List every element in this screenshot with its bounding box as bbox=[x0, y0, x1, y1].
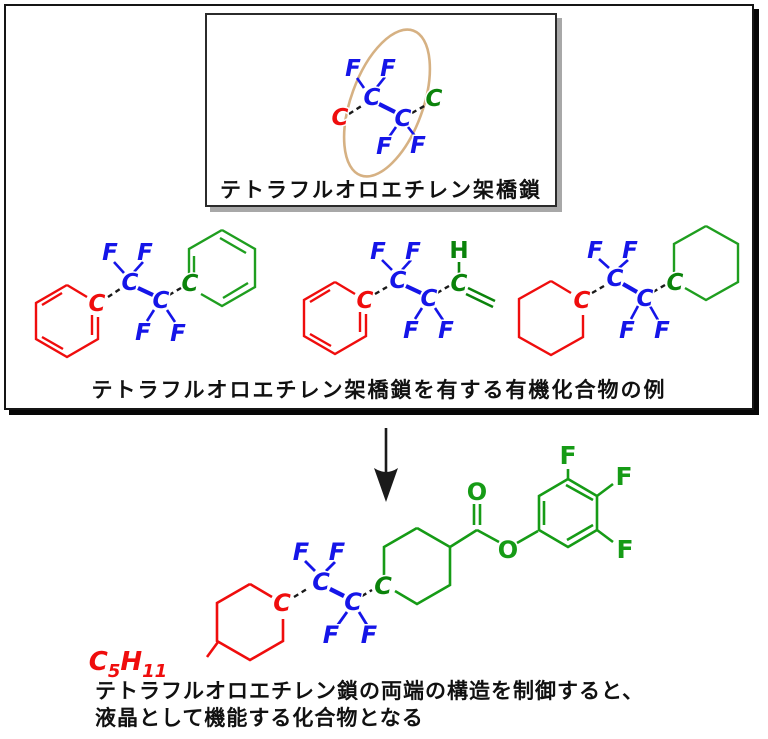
cyclohexane-ring-red bbox=[205, 582, 285, 662]
f-atom: F bbox=[619, 318, 635, 344]
f-atom: F bbox=[654, 318, 670, 344]
end-bonds bbox=[107, 286, 182, 298]
f-atom: F bbox=[329, 538, 346, 566]
benzene-ring-left bbox=[34, 283, 100, 359]
f-atom: F bbox=[137, 240, 153, 266]
f-atom: F bbox=[293, 538, 310, 566]
result-caption-line1: テトラフルオロエチレン鎖の両端の構造を制御すると、 bbox=[95, 679, 645, 703]
c-atom: C bbox=[395, 106, 412, 132]
f-atom: F bbox=[380, 56, 396, 82]
c-atom: C bbox=[607, 266, 624, 292]
examples-caption: テトラフルオロエチレン架橋鎖を有する有機化合物の例 bbox=[91, 378, 667, 402]
c-atom-right: C bbox=[667, 270, 684, 296]
pentyl-c: C bbox=[89, 647, 108, 677]
cf-bonds bbox=[355, 76, 417, 138]
f-atom: F bbox=[616, 535, 633, 564]
result-caption: テトラフルオロエチレン鎖の両端の構造を制御すると、 液晶として機能する化合物とな… bbox=[95, 678, 644, 732]
f-atom: F bbox=[438, 318, 454, 344]
cf-bonds bbox=[598, 258, 660, 321]
c-atom: C bbox=[122, 270, 139, 296]
highlight-ellipse bbox=[342, 28, 432, 178]
molecule-phenyl-vinyl: F F H C C C C F F bbox=[302, 237, 496, 356]
end-bonds bbox=[348, 103, 427, 116]
c-atom: C bbox=[637, 286, 654, 312]
c-atom-left: C bbox=[357, 288, 374, 314]
f-atom: F bbox=[102, 240, 118, 266]
result-caption-line2: 液晶として機能する化合物となる bbox=[95, 706, 424, 730]
f-atom: F bbox=[376, 134, 392, 160]
f-atom: F bbox=[622, 238, 638, 264]
trifluorophenyl-ring bbox=[537, 469, 614, 549]
f-atom: F bbox=[410, 133, 426, 159]
vinyl-group bbox=[457, 262, 496, 309]
cyclohexane-ring-left bbox=[517, 279, 585, 357]
cf-bonds bbox=[304, 560, 369, 627]
carbonyl-o-atom: O bbox=[467, 478, 487, 506]
c-atom-left: C bbox=[273, 589, 291, 617]
f-atom: F bbox=[323, 621, 340, 649]
cyclohexane-ring-green bbox=[382, 526, 478, 606]
f-atom: F bbox=[170, 321, 186, 347]
f-atom: F bbox=[587, 238, 603, 264]
f-atom: F bbox=[345, 56, 361, 82]
molecule-diphenyl: F F C C C C F F bbox=[34, 228, 257, 359]
c-atom: C bbox=[390, 268, 407, 294]
c-atom-left: C bbox=[332, 105, 349, 131]
pentyl-sub5: 5 bbox=[108, 661, 121, 682]
end-bonds bbox=[293, 587, 373, 599]
cf-bonds bbox=[381, 259, 445, 321]
c-atom: C bbox=[421, 286, 438, 312]
end-bonds bbox=[374, 284, 450, 296]
f-atom: F bbox=[370, 239, 386, 265]
c-atom: C bbox=[312, 568, 330, 596]
bridge-chain-label: テトラフルオロエチレン架橋鎖 bbox=[220, 178, 542, 202]
benzene-ring-left bbox=[302, 280, 368, 356]
c-atom: C bbox=[364, 85, 381, 111]
c-atom-left: C bbox=[89, 291, 106, 317]
end-bonds bbox=[591, 283, 666, 295]
f-atom: F bbox=[361, 621, 378, 649]
molecule-liquid-crystal: C5H11 C F bbox=[87, 440, 635, 684]
molecule-dicyclohexyl: F F C C C C F F bbox=[517, 224, 740, 357]
bridge-chain-box: F F C C C C F F テトラフルオロエチレン架橋鎖 bbox=[205, 13, 557, 207]
ester-group bbox=[472, 504, 539, 545]
pentyl-sub11: 11 bbox=[142, 661, 167, 682]
f-atom: F bbox=[135, 320, 151, 346]
c-atom: C bbox=[153, 288, 170, 314]
cyclohexane-ring-right bbox=[672, 224, 740, 302]
f-atom: F bbox=[403, 318, 419, 344]
cf-bonds bbox=[113, 261, 177, 323]
c-atom-left: C bbox=[574, 288, 591, 314]
c-atom-right: C bbox=[426, 86, 443, 112]
pentyl-h: H bbox=[120, 647, 142, 677]
c-atom: C bbox=[344, 588, 362, 616]
c-atom-right: C bbox=[451, 271, 468, 297]
ester-o-atom: O bbox=[498, 536, 518, 564]
c-atom-right: C bbox=[182, 271, 199, 297]
pentyl-group-label: C5H11 bbox=[89, 647, 167, 682]
benzene-ring-right bbox=[187, 228, 257, 308]
h-atom: H bbox=[449, 238, 468, 264]
f-atom: F bbox=[615, 462, 632, 491]
f-atom: F bbox=[559, 441, 576, 470]
f-atom: F bbox=[405, 239, 421, 265]
bridge-chain-structure: F F C C C C F F bbox=[330, 28, 444, 178]
down-arrow-icon bbox=[374, 428, 398, 502]
c-atom-ring: C bbox=[374, 572, 392, 600]
